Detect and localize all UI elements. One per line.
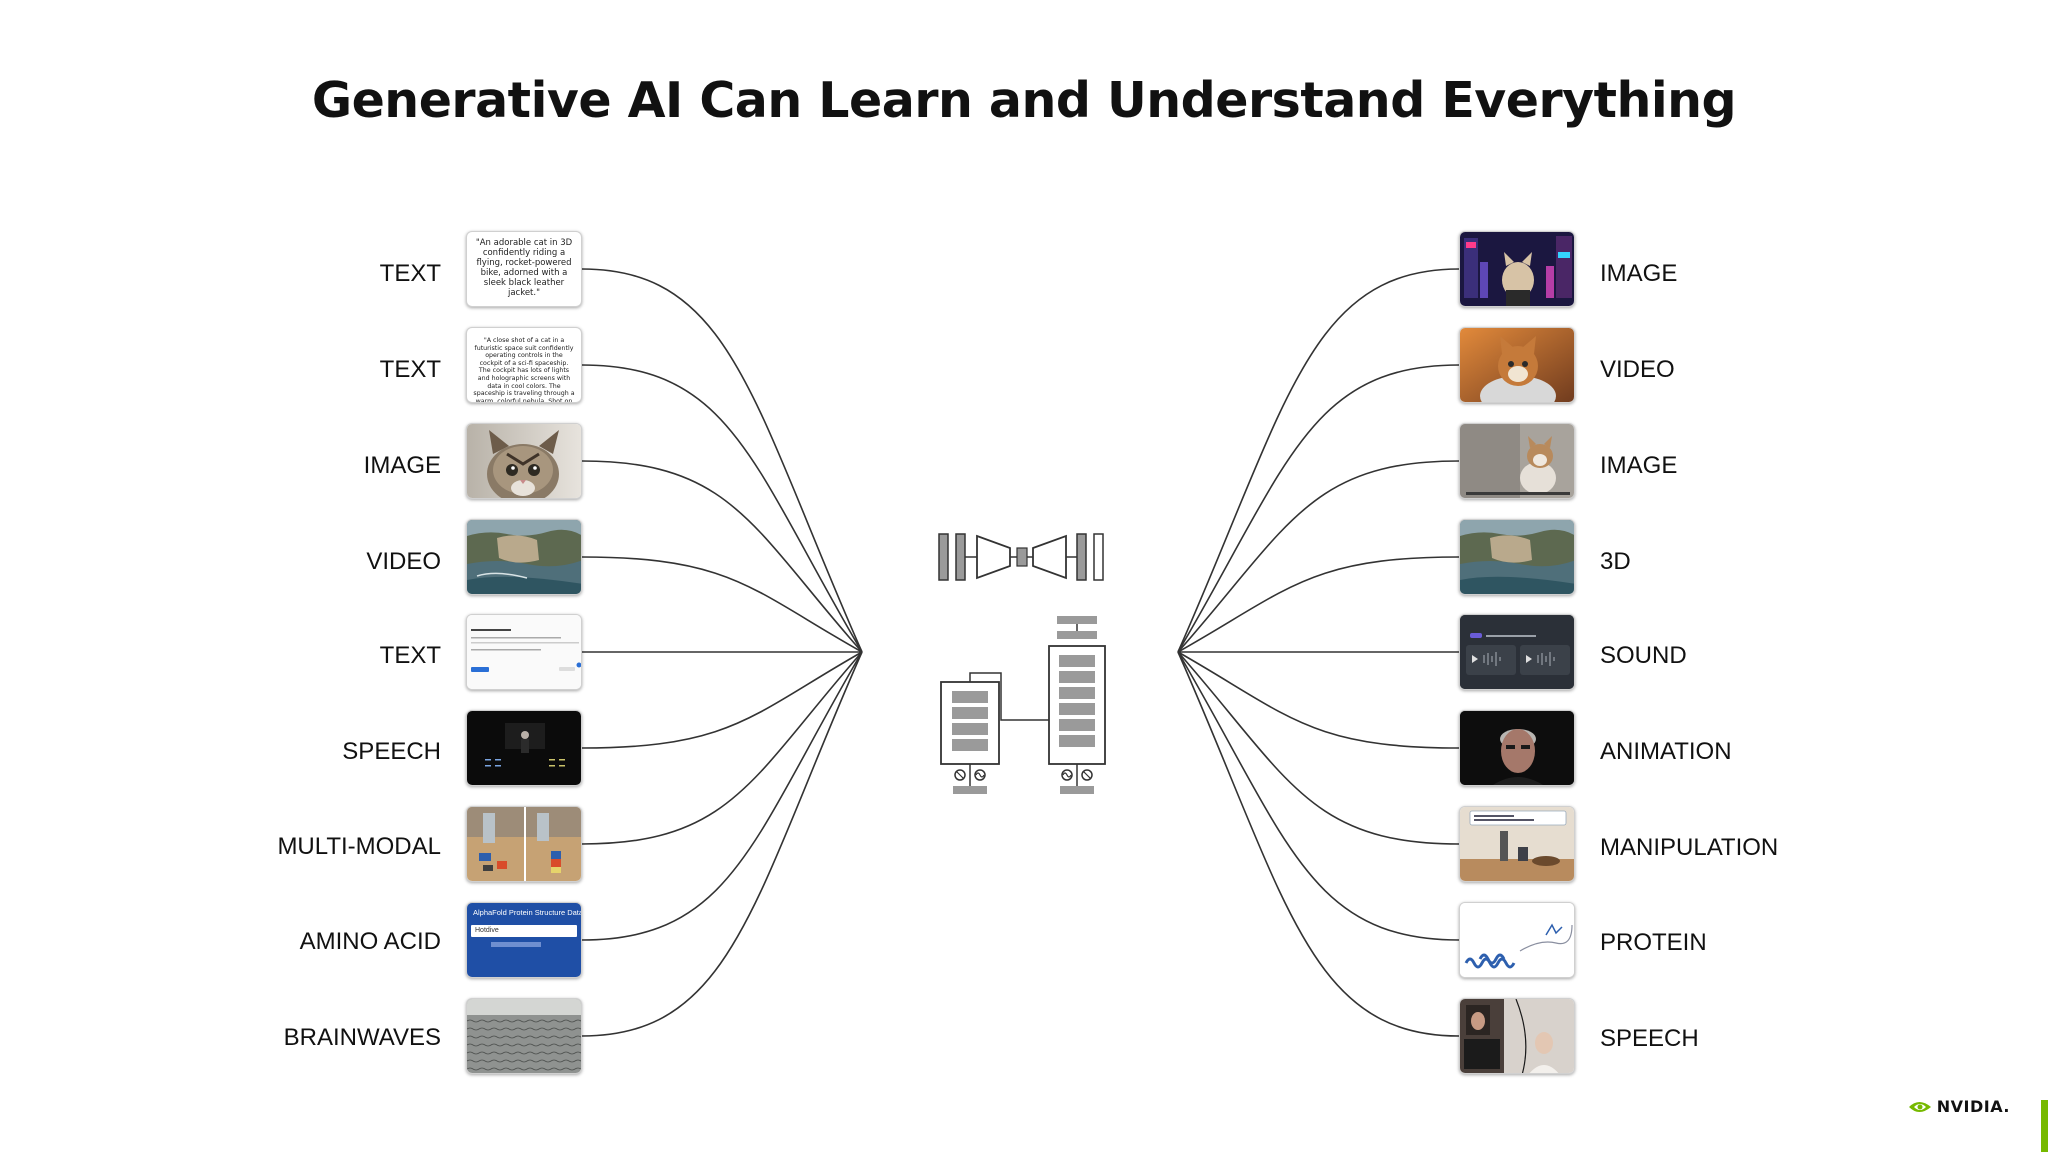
page-title: Generative AI Can Learn and Understand E… xyxy=(311,72,1737,129)
alphafold-search-box: Hotdive xyxy=(471,925,577,937)
model-architecture-diagram xyxy=(938,533,1106,794)
nvidia-logo: NVIDIA. xyxy=(1907,1097,2010,1116)
kitten-image-thumbnail xyxy=(466,423,582,499)
kitten-output-thumbnail xyxy=(1459,423,1575,499)
sound-player-thumbnail xyxy=(1459,614,1575,690)
input-label-speech: SPEECH xyxy=(342,738,441,765)
keynote-speech-thumbnail xyxy=(466,710,582,786)
output-label-animation: ANIMATION xyxy=(1600,738,1732,765)
input-label-multi-modal: MULTI-MODAL xyxy=(277,833,441,860)
3d-scene-thumbnail xyxy=(1459,519,1575,595)
astronaut-cat-thumbnail xyxy=(1459,327,1575,403)
output-label-video: VIDEO xyxy=(1600,356,1675,383)
amino-acid-database-thumbnail: AlphaFold Protein Structure Database Hot… xyxy=(466,902,582,978)
alphafold-title: AlphaFold Protein Structure Database xyxy=(473,908,582,917)
output-label-protein: PROTEIN xyxy=(1600,929,1707,956)
input-label-text-3: TEXT xyxy=(379,642,441,669)
input-connector-line xyxy=(581,364,863,653)
multi-modal-robot-thumbnail xyxy=(466,806,582,882)
input-label-video: VIDEO xyxy=(366,548,441,575)
output-connector-line xyxy=(1177,651,1460,1037)
input-connector-line xyxy=(581,651,863,1037)
text-prompt-quote-2: "A close shot of a cat in a futuristic s… xyxy=(473,337,575,403)
brainwaves-thumbnail xyxy=(466,998,582,1074)
protein-structure-thumbnail xyxy=(1459,902,1575,978)
input-connector-line xyxy=(581,556,863,653)
video-call-speech-thumbnail xyxy=(1459,998,1575,1074)
input-label-text-2: TEXT xyxy=(379,356,441,383)
web-form-thumbnail xyxy=(466,614,582,690)
nvidia-wordmark: NVIDIA. xyxy=(1936,1097,2010,1116)
brand-accent-bar xyxy=(2041,1100,2048,1152)
input-label-brainwaves: BRAINWAVES xyxy=(283,1024,441,1051)
output-connector-line xyxy=(1177,268,1460,653)
output-label-manipulation: MANIPULATION xyxy=(1600,834,1779,861)
text-prompt-quote-1: "An adorable cat in 3D confidently ridin… xyxy=(475,238,573,298)
input-label-text-1: TEXT xyxy=(379,260,441,287)
output-connector-line xyxy=(1177,651,1460,845)
input-label-amino-acid: AMINO ACID xyxy=(299,928,441,955)
robot-manipulation-thumbnail xyxy=(1459,806,1575,882)
output-connector-line xyxy=(1177,651,1460,941)
coastal-video-thumbnail xyxy=(466,519,582,595)
output-connector-line xyxy=(1177,651,1460,749)
output-connector-line xyxy=(1177,364,1460,653)
input-connector-line xyxy=(581,651,863,941)
input-connector-line xyxy=(581,460,863,653)
output-label-image-2: IMAGE xyxy=(1600,452,1678,479)
output-label-speech: SPEECH xyxy=(1600,1025,1699,1052)
text-prompt-thumbnail-1: "An adorable cat in 3D confidently ridin… xyxy=(466,231,582,307)
output-connector-line xyxy=(1177,460,1460,653)
output-connector-line xyxy=(1177,556,1460,653)
output-label-sound: SOUND xyxy=(1600,642,1687,669)
input-connector-line xyxy=(581,651,863,749)
text-prompt-thumbnail-2: "A close shot of a cat in a futuristic s… xyxy=(466,327,582,403)
autoencoder-icon xyxy=(938,533,1104,581)
input-connector-line xyxy=(581,651,863,845)
cyberpunk-cat-thumbnail xyxy=(1459,231,1575,307)
transformer-icon xyxy=(940,616,1106,794)
animation-face-thumbnail xyxy=(1459,710,1575,786)
nvidia-eye-icon xyxy=(1908,1101,1931,1112)
output-label-image-1: IMAGE xyxy=(1600,260,1678,287)
input-label-image: IMAGE xyxy=(363,452,441,479)
input-connector-line xyxy=(581,268,863,653)
alphafold-chip xyxy=(491,942,541,947)
output-label-3d: 3D xyxy=(1600,548,1631,575)
